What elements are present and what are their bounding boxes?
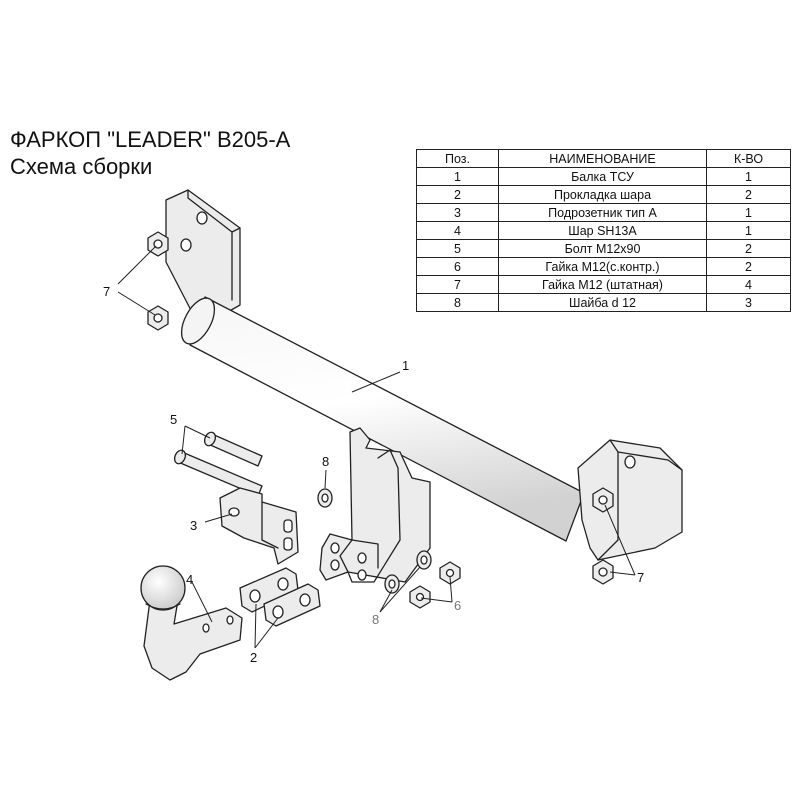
- ball-spacer-plate-1: [239, 567, 299, 613]
- callout-1: 1: [402, 358, 409, 373]
- washer-bottom-2: [416, 550, 432, 570]
- cell-quantity: 3: [706, 293, 791, 312]
- cell-name: Прокладка шара: [498, 185, 707, 204]
- washer-top: [317, 488, 333, 508]
- cell-name: Гайка М12(с.контр.): [498, 257, 707, 276]
- nut-right-bottom: [592, 559, 614, 585]
- cell-name: Болт М12х90: [498, 239, 707, 258]
- beam-hitch-plates: [319, 427, 431, 583]
- callout-7-left: 7: [103, 284, 110, 299]
- lock-nut-1: [409, 585, 431, 609]
- lock-nut-2: [439, 561, 461, 585]
- drawing-title: ФАРКОП "LEADER" B205-A: [10, 127, 291, 152]
- tow-ball: [140, 565, 243, 681]
- callout-3: 3: [190, 518, 197, 533]
- callout-5: 5: [170, 412, 177, 427]
- bolt-upper: [203, 431, 263, 467]
- callout-8-top: 8: [322, 454, 329, 469]
- callout-4: 4: [186, 572, 193, 587]
- column-header-position: Поз.: [416, 149, 499, 168]
- socket-bracket: [219, 487, 299, 565]
- callout-8-bottom: 8: [372, 612, 379, 627]
- callout-7-right: 7: [637, 570, 644, 585]
- nut-left-bottom: [147, 305, 169, 331]
- washer-bottom-1: [384, 574, 400, 594]
- drawing-subtitle: Схема сборки: [10, 154, 153, 179]
- callout-2: 2: [250, 650, 257, 665]
- nut-left-top: [147, 231, 169, 257]
- beam-tube: [180, 296, 585, 542]
- cell-position: 8: [416, 293, 499, 312]
- table-header-row: Поз. НАИМЕНОВАНИЕ К-ВО: [416, 149, 791, 168]
- ball-spacer-plate-2: [263, 583, 321, 627]
- nut-right-top: [592, 487, 614, 513]
- callout-6: 6: [454, 598, 461, 613]
- leader-lines: [117, 245, 636, 649]
- beam-left-bracket: [165, 189, 241, 326]
